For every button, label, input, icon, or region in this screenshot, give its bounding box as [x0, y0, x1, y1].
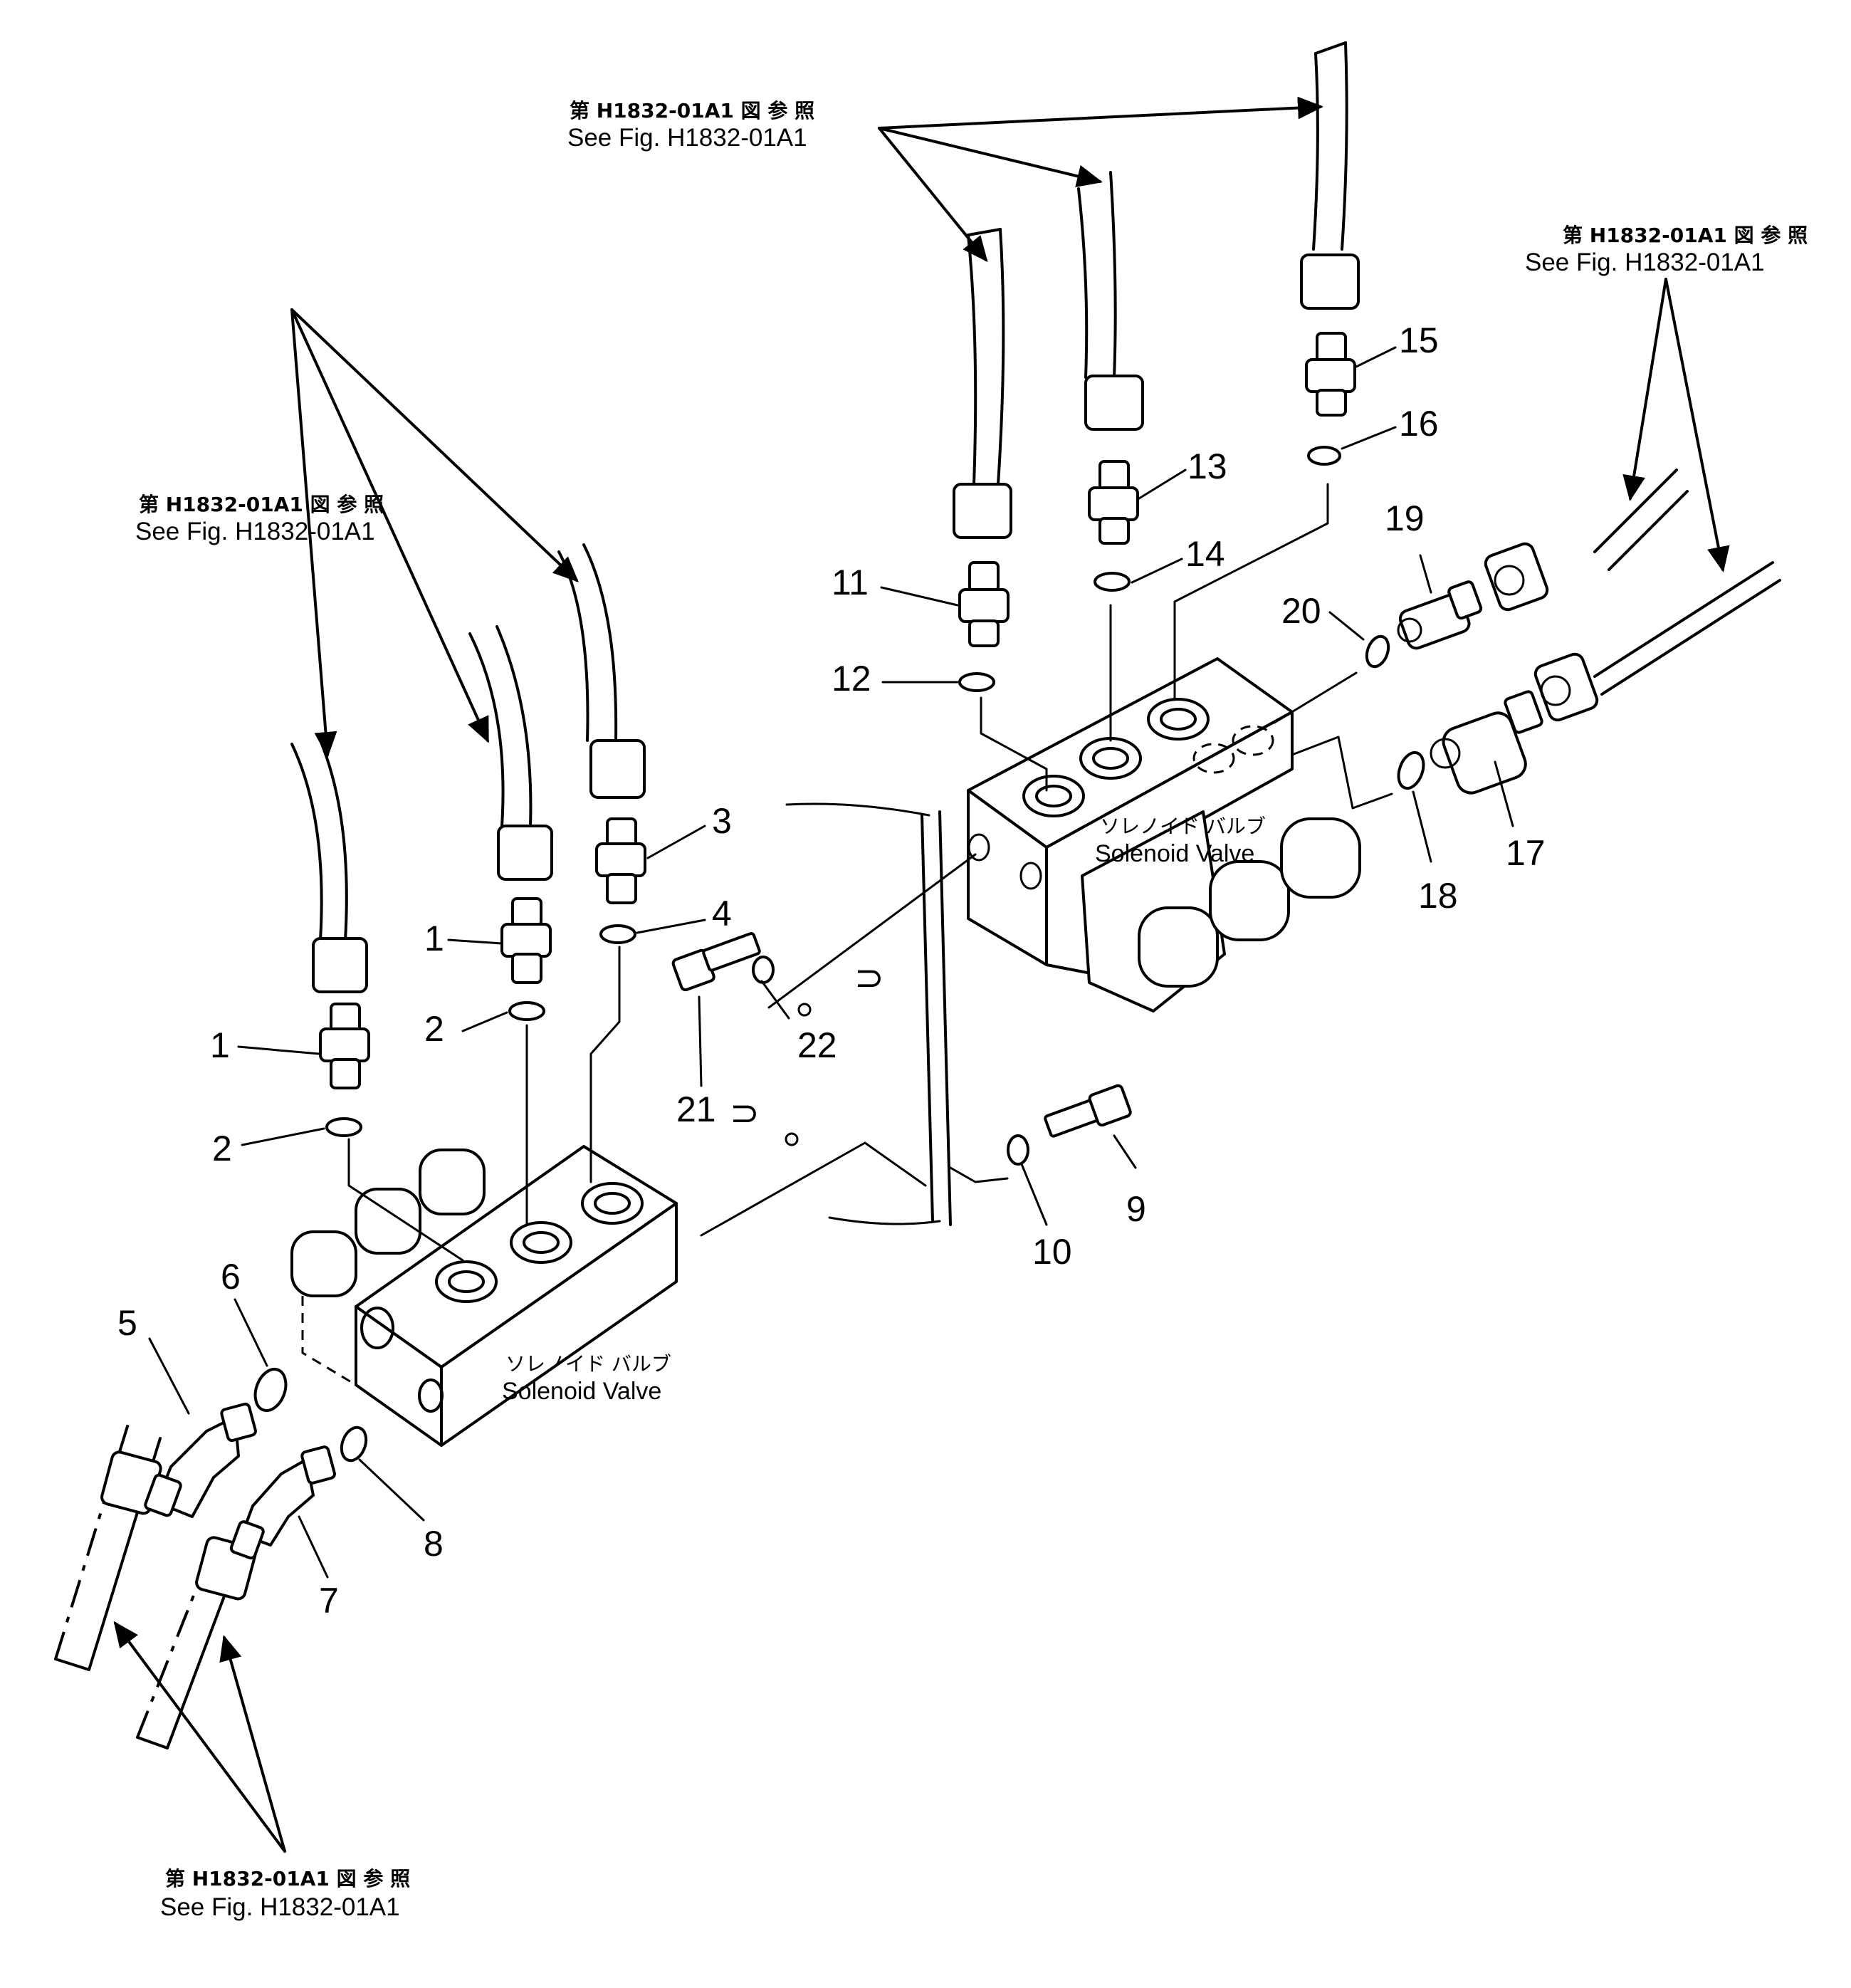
- valve-label-jp: ソレノイド バルブ: [1100, 815, 1266, 838]
- callout-11: 11: [832, 563, 869, 602]
- callout-1: 1: [210, 1025, 230, 1065]
- callout-7: 7: [319, 1581, 339, 1621]
- callout-16: 16: [1399, 404, 1439, 444]
- svg-text:⊃: ⊃: [730, 1093, 760, 1133]
- callout-2: 2: [212, 1129, 232, 1168]
- reference-en: See Fig. H1832-01A1: [1525, 248, 1765, 276]
- callout-1: 1: [424, 919, 444, 958]
- reference-jp: 第 H1832-01A1 図 参 照: [1563, 224, 1808, 247]
- reference-arrows: [113, 96, 1730, 1853]
- valve-label-en: Solenoid Valve: [1095, 840, 1254, 867]
- reference-jp: 第 H1832-01A1 図 参 照: [139, 493, 384, 516]
- upper-hoses: [953, 41, 1360, 539]
- callout-9: 9: [1126, 1189, 1146, 1229]
- callout-17: 17: [1506, 833, 1546, 873]
- reference-label-left: 第 H1832-01A1 図 参 照 See Fig. H1832-01A1: [135, 493, 384, 545]
- callout-15: 15: [1399, 320, 1439, 360]
- callout-6: 6: [221, 1257, 241, 1297]
- callout-2: 2: [424, 1009, 444, 1049]
- reference-jp: 第 H1832-01A1 図 参 照: [165, 1867, 410, 1890]
- callout-8: 8: [424, 1524, 444, 1564]
- callout-22: 22: [797, 1025, 837, 1065]
- callout-12: 12: [832, 659, 871, 699]
- reference-jp: 第 H1832-01A1 図 参 照: [570, 99, 814, 122]
- mounting-plate: ⊃ ⊃: [671, 802, 1132, 1237]
- solenoid-valve-right-label: ソレノイド バルブ Solenoid Valve: [1095, 815, 1266, 867]
- solenoid-valve-right: [967, 483, 1393, 1013]
- fittings-upper: [958, 332, 1543, 795]
- callout-20: 20: [1281, 591, 1321, 631]
- reference-en: See Fig. H1832-01A1: [567, 124, 807, 152]
- valve-label-jp: ソレノイド バルブ: [505, 1352, 671, 1376]
- reference-label-top: 第 H1832-01A1 図 参 照 See Fig. H1832-01A1: [567, 99, 814, 152]
- callout-4: 4: [712, 894, 732, 933]
- right-hoses: [1484, 469, 1781, 722]
- reference-label-right: 第 H1832-01A1 図 参 照 See Fig. H1832-01A1: [1525, 224, 1808, 276]
- callout-18: 18: [1418, 876, 1458, 916]
- callout-leaders: [148, 346, 1514, 1579]
- lower-hoses: [54, 1423, 257, 1749]
- solenoid-valve-left: [290, 946, 678, 1447]
- callout-21: 21: [676, 1089, 716, 1129]
- callout-14: 14: [1185, 534, 1225, 574]
- svg-text:⊃: ⊃: [854, 958, 884, 998]
- fittings-left: [144, 817, 646, 1560]
- callout-numbers: 1 1 2 2 3 4 5 6 7 8 9 10 11 12 13 14 15 …: [117, 320, 1546, 1621]
- callout-13: 13: [1187, 446, 1227, 486]
- left-hoses: [290, 543, 646, 993]
- callout-19: 19: [1385, 498, 1425, 538]
- valve-label-en: Solenoid Valve: [502, 1378, 661, 1405]
- callout-5: 5: [117, 1303, 137, 1343]
- reference-en: See Fig. H1832-01A1: [160, 1893, 400, 1921]
- callout-10: 10: [1032, 1232, 1072, 1272]
- reference-label-bottom: 第 H1832-01A1 図 参 照 See Fig. H1832-01A1: [160, 1867, 410, 1921]
- callout-3: 3: [712, 801, 732, 841]
- solenoid-valve-left-label: ソレノイド バルブ Solenoid Valve: [502, 1352, 671, 1405]
- reference-en: See Fig. H1832-01A1: [135, 518, 375, 545]
